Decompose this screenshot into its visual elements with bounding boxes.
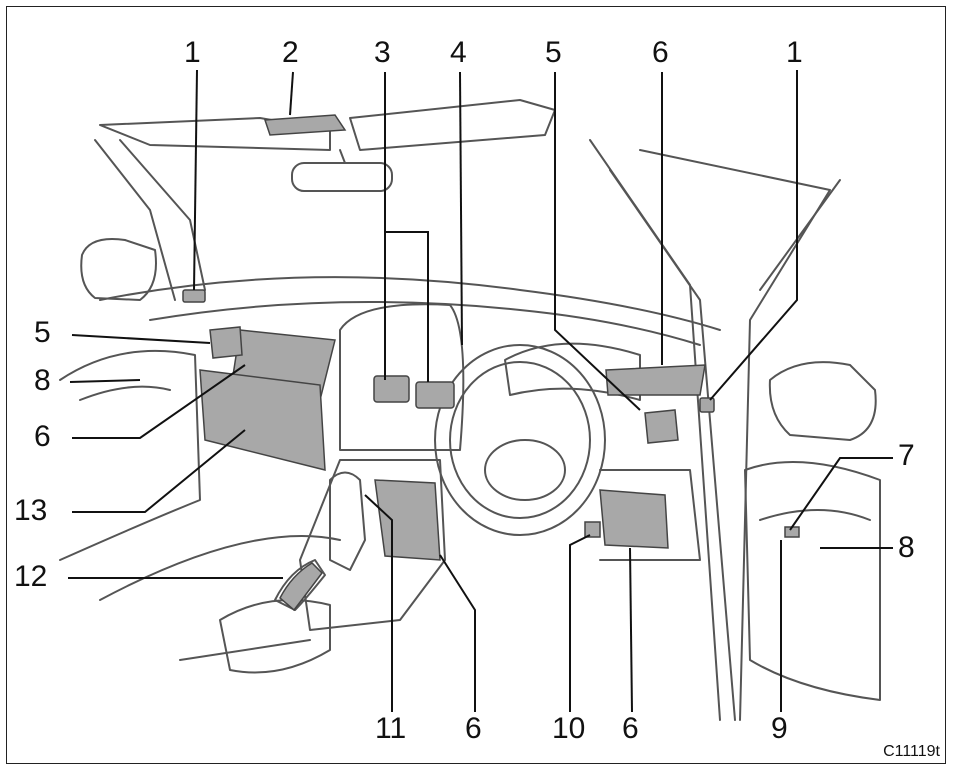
callout-3: 3 xyxy=(374,38,391,68)
callout-13: 13 xyxy=(14,496,47,526)
callout-12: 12 xyxy=(14,562,47,592)
sun-visor-right xyxy=(350,100,555,150)
rear-view-mirror xyxy=(292,163,392,191)
side-vent-left xyxy=(210,327,242,358)
callout-10: 10 xyxy=(552,714,585,744)
callout-8-right: 8 xyxy=(898,533,915,563)
armrest xyxy=(220,600,330,673)
callout-1-left: 1 xyxy=(184,38,201,68)
callout-5-left: 5 xyxy=(34,318,51,348)
center-vent-right xyxy=(416,382,454,408)
callout-6-bottom-b: 6 xyxy=(622,714,639,744)
door-lock-left xyxy=(183,290,205,302)
callout-1-right: 1 xyxy=(786,38,803,68)
a-pillar-left xyxy=(95,140,175,300)
side-mirror-right xyxy=(770,362,876,440)
door-lock-right xyxy=(700,398,714,412)
callout-6-bottom-a: 6 xyxy=(465,714,482,744)
figure-code: C11119t xyxy=(883,743,940,761)
callout-4: 4 xyxy=(450,38,467,68)
callout-2: 2 xyxy=(282,38,299,68)
callout-6-top: 6 xyxy=(652,38,669,68)
callout-6-left: 6 xyxy=(34,422,51,452)
callout-8-left: 8 xyxy=(34,366,51,396)
switch-10 xyxy=(585,522,600,537)
lower-glove-box-left xyxy=(200,370,325,470)
side-vent-right xyxy=(645,410,678,443)
callout-9: 9 xyxy=(771,714,788,744)
lower-box-right xyxy=(600,490,668,548)
callout-7: 7 xyxy=(898,441,915,471)
console-box xyxy=(375,480,440,560)
center-vent-left xyxy=(374,376,409,402)
overhead-console xyxy=(265,115,345,135)
callout-11: 11 xyxy=(375,714,406,744)
gear-shift xyxy=(330,473,365,571)
callout-5-top: 5 xyxy=(545,38,562,68)
upper-box-right xyxy=(606,365,705,395)
side-mirror-left xyxy=(81,239,156,300)
